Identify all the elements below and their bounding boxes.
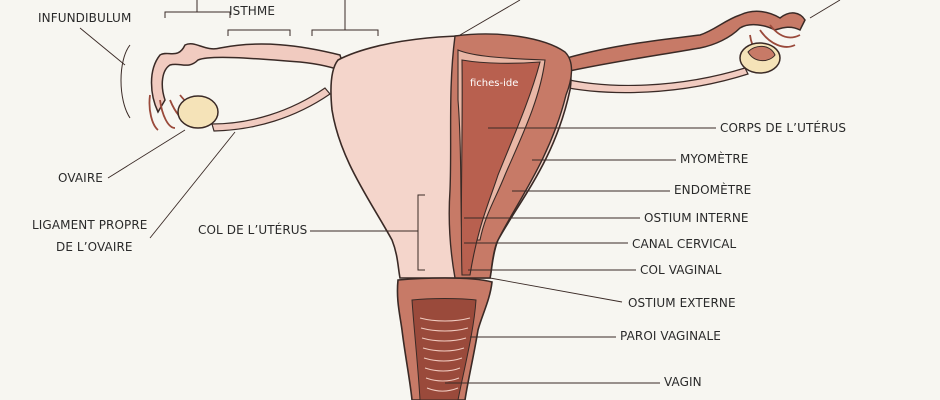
right-ovarian-ligament <box>557 67 749 94</box>
right-ovary-inner <box>747 45 776 62</box>
label-ligament-line1: LIGAMENT PROPRE <box>32 218 148 232</box>
vaginal-wall-inner <box>411 298 477 400</box>
label-canal-cervical: CANAL CERVICAL <box>632 237 737 251</box>
vaginal-rugae <box>419 317 471 392</box>
label-infundibulum: INFUNDIBULUM <box>38 11 132 25</box>
label-isthme: ISTHME <box>229 4 276 18</box>
label-endometre: ENDOMÈTRE <box>674 183 752 197</box>
label-myometre: MYOMÈTRE <box>680 152 749 166</box>
label-col-vaginal: COL VAGINAL <box>640 263 722 277</box>
label-corps-uterus: CORPS DE L’UTÉRUS <box>720 121 847 135</box>
label-ostium-interne: OSTIUM INTERNE <box>644 211 749 225</box>
label-ovaire: OVAIRE <box>58 171 103 185</box>
uterine-cavity <box>460 59 541 276</box>
label-ligament-line2: DE L’OVAIRE <box>56 240 133 254</box>
left-ovary <box>177 95 219 129</box>
left-ovarian-ligament <box>211 87 331 132</box>
watermark-text: fiches-ide <box>470 78 519 89</box>
right-fallopian-tube <box>558 10 806 73</box>
label-ostium-externe: OSTIUM EXTERNE <box>628 296 736 310</box>
top-brackets <box>120 0 425 271</box>
label-vagin: VAGIN <box>664 375 702 389</box>
label-paroi-vaginale: PAROI VAGINALE <box>620 329 721 343</box>
leader-lines <box>79 0 841 384</box>
label-col-uterus: COL DE L’UTÉRUS <box>198 223 308 237</box>
left-fimbriae <box>148 94 201 131</box>
